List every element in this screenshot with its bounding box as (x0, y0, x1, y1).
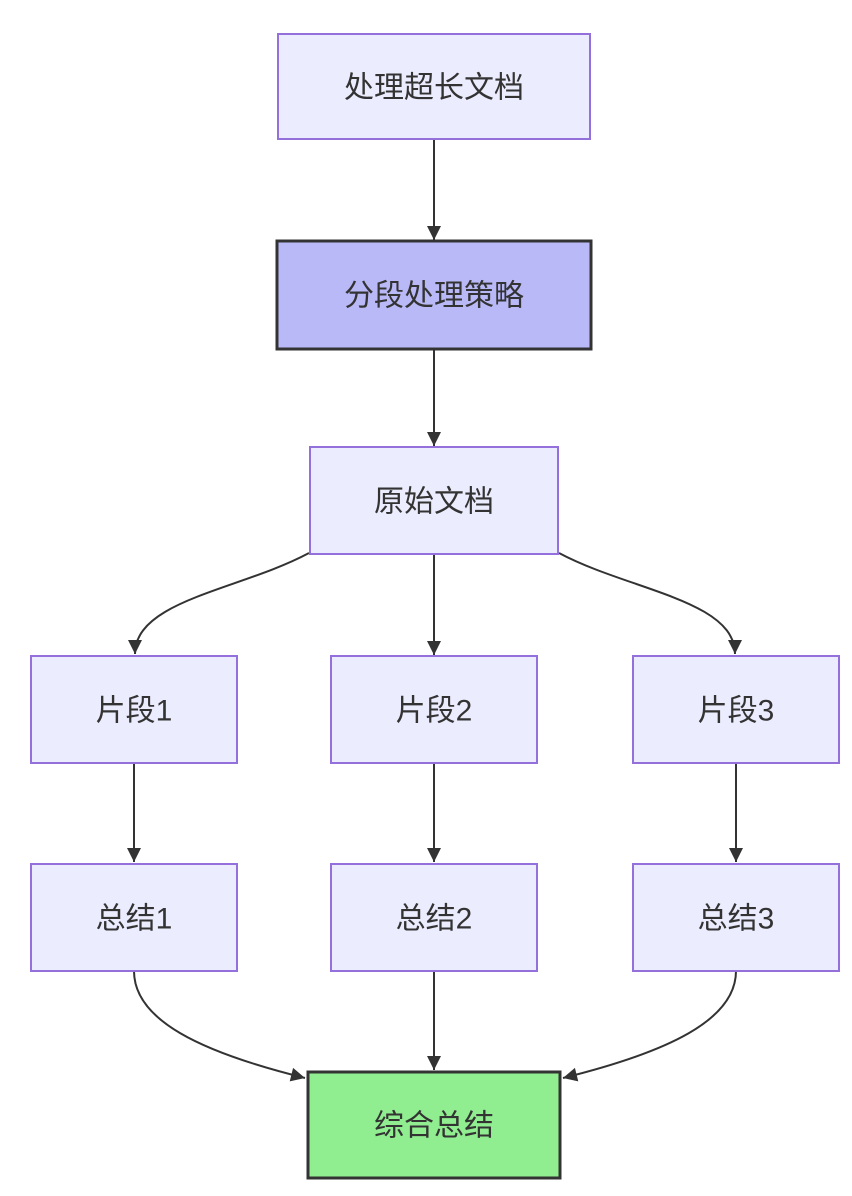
node-final-summary-rect (306, 1070, 562, 1180)
node-original-doc: 原始文档 (309, 446, 559, 555)
node-strategy: 分段处理策略 (275, 239, 593, 351)
node-fragment-1: 片段1 (30, 655, 238, 764)
node-summary-3: 总结3 (632, 863, 840, 972)
edge-original-to-fragment3 (558, 552, 742, 655)
node-summary-1-rect (30, 863, 238, 972)
edges (127, 139, 743, 1082)
node-fragment-1-label: 片段1 (96, 695, 173, 728)
node-summary-3-rect (632, 863, 840, 972)
node-strategy-label: 分段处理策略 (344, 280, 524, 313)
node-original-doc-label: 原始文档 (374, 486, 494, 519)
node-fragment-2-label: 片段2 (396, 695, 473, 728)
node-summary-2: 总结2 (330, 863, 538, 972)
node-final-summary-label: 综合总结 (374, 1110, 494, 1143)
node-fragment-3: 片段3 (632, 655, 840, 764)
nodes: 处理超长文档 分段处理策略 原始文档 片段1 片段2 片段3 总结1 (30, 33, 840, 1180)
node-process-long-doc-rect (277, 33, 591, 140)
node-fragment-3-label: 片段3 (698, 695, 775, 728)
node-summary-3-label: 总结3 (698, 903, 775, 936)
node-fragment-2: 片段2 (330, 655, 538, 764)
edge-summary1-to-final (133, 970, 306, 1082)
node-fragment-3-rect (632, 655, 840, 764)
edge-summary3-to-final (562, 970, 737, 1082)
node-strategy-rect (275, 239, 593, 351)
edge-original-to-fragment1 (128, 552, 310, 655)
node-fragment-2-rect (330, 655, 538, 764)
node-process-long-doc: 处理超长文档 (277, 33, 591, 140)
node-summary-2-label: 总结2 (396, 903, 473, 936)
node-process-long-doc-label: 处理超长文档 (344, 72, 524, 105)
node-original-doc-rect (309, 446, 559, 555)
node-summary-2-rect (330, 863, 538, 972)
node-final-summary: 综合总结 (306, 1070, 562, 1180)
node-summary-1: 总结1 (30, 863, 238, 972)
node-fragment-1-rect (30, 655, 238, 764)
node-summary-1-label: 总结1 (96, 903, 173, 936)
